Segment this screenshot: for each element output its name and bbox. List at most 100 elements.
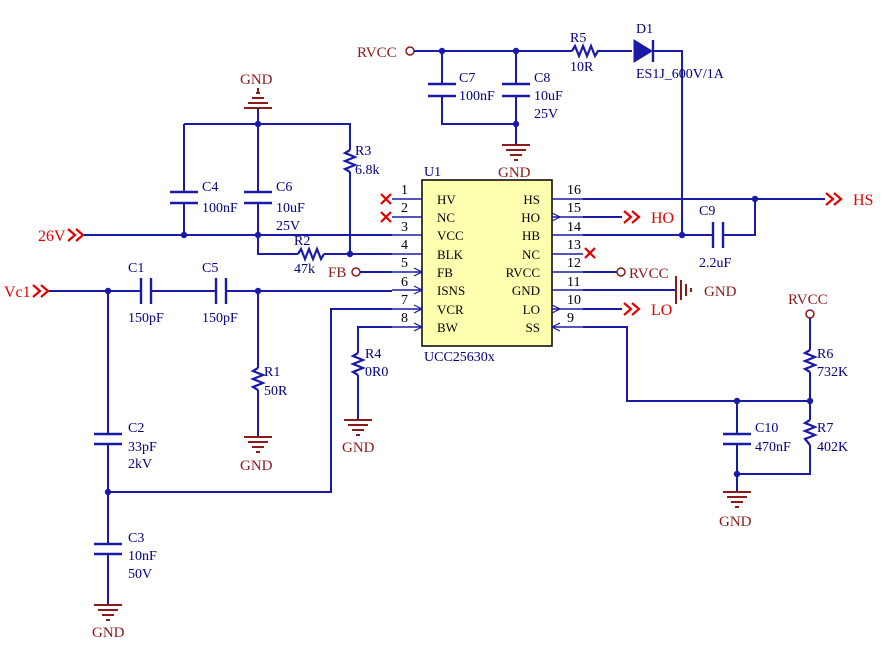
pin-num-13: 13	[567, 238, 581, 253]
c7-ref: C7	[459, 71, 475, 86]
r7-ref: R7	[817, 421, 833, 436]
r6-ref: R6	[817, 347, 833, 362]
pin-num-8: 8	[401, 311, 408, 326]
r2-value: 47k	[294, 262, 315, 277]
gnd-label-r4: GND	[342, 440, 375, 456]
net-26v-label: 26V	[38, 228, 66, 245]
rvcc-top-network: RVCC GND C7 100nF C8 10uF 25V R5	[357, 22, 725, 235]
gnd-label-c10: GND	[719, 514, 752, 530]
gnd-label-top: GND	[240, 72, 273, 88]
pin-num-6: 6	[401, 275, 408, 290]
port-26v: 26V	[38, 228, 392, 245]
c1-value: 150pF	[128, 311, 164, 326]
c5-value: 150pF	[202, 311, 238, 326]
pin-name-fb: FB	[437, 265, 453, 280]
c2-rating: 2kV	[128, 457, 152, 472]
pin-num-2: 2	[401, 201, 408, 216]
pin-num-5: 5	[401, 256, 408, 271]
c8-value: 10uF	[534, 89, 563, 104]
c9-value: 2.2uF	[699, 256, 732, 271]
pin-num-9: 9	[567, 311, 574, 326]
pin-num-14: 14	[567, 220, 581, 235]
c10-value: 470nF	[755, 440, 791, 455]
pin-name-nc-13: NC	[522, 247, 540, 262]
r3-ref: R3	[355, 144, 371, 159]
net-lo-label: LO	[651, 302, 672, 319]
pin-name-hv: HV	[437, 192, 456, 207]
r7-value: 402K	[817, 440, 848, 455]
r1-value: 50R	[264, 384, 288, 399]
net-rvcc-pin12: RVCC	[629, 266, 669, 282]
c8-rating: 25V	[534, 107, 558, 122]
c6-rating: 25V	[276, 219, 300, 234]
pin-name-rvcc: RVCC	[506, 265, 540, 280]
pin-name-vcc: VCC	[437, 228, 464, 243]
pin-num-7: 7	[401, 293, 408, 308]
ic-ref: U1	[424, 165, 441, 180]
pin-num-10: 10	[567, 293, 581, 308]
pin-name-hs: HS	[523, 192, 540, 207]
pin-num-4: 4	[401, 238, 408, 253]
gnd-label-c3: GND	[92, 625, 125, 641]
vcc-decoupling-block: GND C4 100nF C6 10uF 25V R3 6.8k R2 47k	[170, 72, 392, 277]
c9-ref: C9	[699, 204, 715, 219]
c10-ref: C10	[755, 421, 778, 436]
r2-ref: R2	[294, 234, 310, 249]
port-fb: FB	[328, 265, 392, 281]
ic-part: UCC25630x	[424, 350, 495, 365]
pin-num-11: 11	[567, 275, 580, 290]
r1-ref: R1	[264, 365, 280, 380]
net-ho-label: HO	[651, 210, 674, 227]
pin-name-isns: ISNS	[437, 283, 465, 298]
pin-num-15: 15	[567, 201, 581, 216]
r3-value: 6.8k	[355, 163, 380, 178]
vc1-network: Vc1 GND	[4, 261, 392, 641]
pin-name-ss: SS	[526, 320, 540, 335]
pin-name-blk: BLK	[437, 247, 464, 262]
pin-num-3: 3	[401, 220, 408, 235]
net-rvcc-r6: RVCC	[788, 292, 828, 308]
pin-name-lo: LO	[523, 302, 540, 317]
c7-value: 100nF	[459, 89, 495, 104]
r5-value: 10R	[570, 60, 594, 75]
r4-ref: R4	[365, 347, 381, 362]
ss-network: GND RVCC C10 470nF R6 732K R7 402K	[583, 292, 848, 530]
pin-name-vcr: VCR	[437, 302, 464, 317]
d1-ref: D1	[636, 22, 653, 37]
c6-ref: C6	[276, 180, 292, 195]
c8-ref: C8	[534, 71, 550, 86]
pin-num-16: 16	[567, 183, 581, 198]
gnd-label-pin11: GND	[704, 284, 737, 300]
c2-value: 33pF	[128, 440, 157, 455]
r5-ref: R5	[570, 31, 586, 46]
pin-name-ho: HO	[521, 210, 540, 225]
d1-value: ES1J_600V/1A	[636, 67, 725, 82]
r4-value: 0R0	[365, 365, 388, 380]
net-rvcc-top: RVCC	[357, 45, 397, 61]
net-hs-label: HS	[853, 192, 873, 209]
pin-name-gnd: GND	[512, 283, 540, 298]
c3-rating: 50V	[128, 567, 152, 582]
c3-ref: C3	[128, 531, 144, 546]
pin-num-12: 12	[567, 256, 581, 271]
net-vc1-label: Vc1	[4, 284, 31, 301]
c4-value: 100nF	[202, 201, 238, 216]
pin-name-bw: BW	[437, 320, 459, 335]
output-ports: HS HO C9 2.2uF RVCC GND LO	[583, 192, 873, 319]
c1-ref: C1	[128, 261, 144, 276]
r6-value: 732K	[817, 365, 848, 380]
c5-ref: C5	[202, 261, 218, 276]
ic-u1: U1 UCC25630x	[392, 165, 583, 365]
no-connect-markers	[380, 193, 596, 259]
c4-ref: C4	[202, 180, 218, 195]
pin-name-nc-2: NC	[437, 210, 455, 225]
c2-ref: C2	[128, 421, 144, 436]
c3-value: 10nF	[128, 549, 157, 564]
gnd-label-c8: GND	[498, 165, 531, 181]
pin-num-1: 1	[401, 183, 408, 198]
c6-value: 10uF	[276, 201, 305, 216]
gnd-label-r1: GND	[240, 458, 273, 474]
r4-network: GND R4 0R0	[342, 326, 392, 456]
pin-name-hb: HB	[522, 228, 540, 243]
